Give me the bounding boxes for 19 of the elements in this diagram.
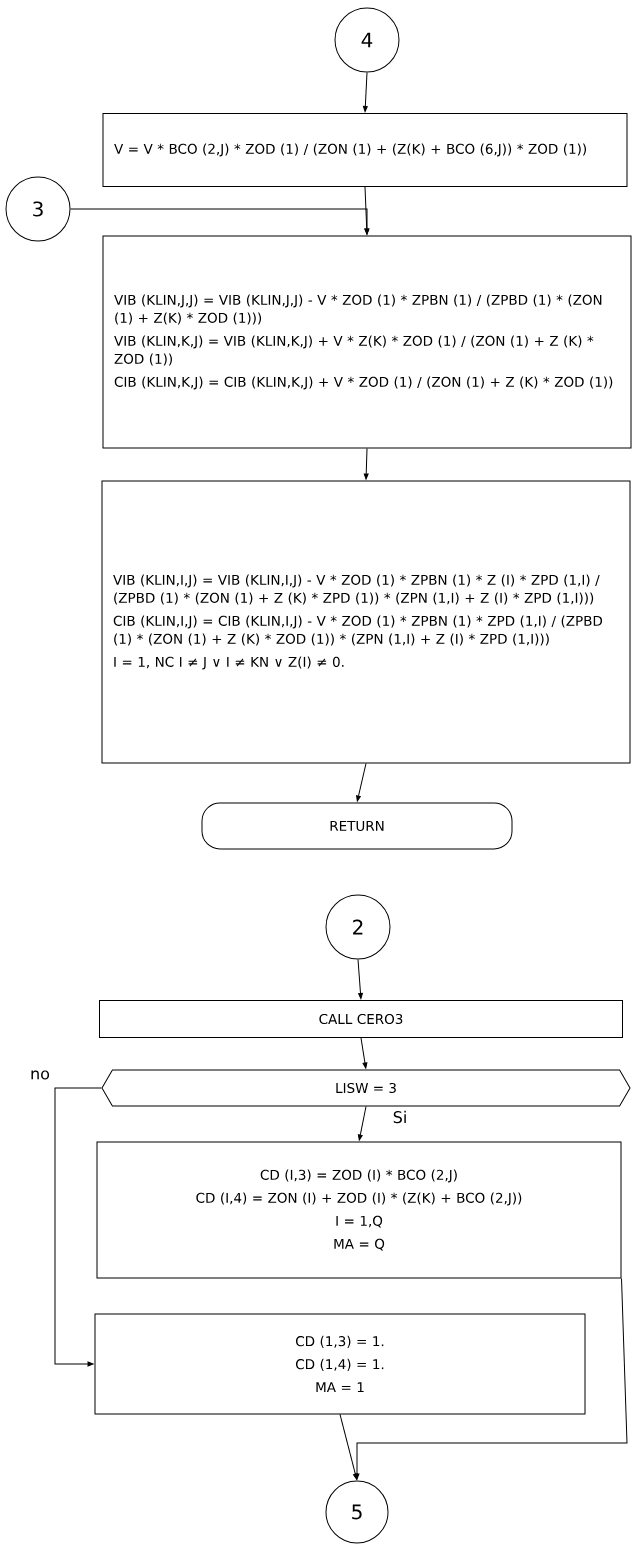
process-box: CD (I,3) = ZOD (I) * BCO (2,J) CD (I,4) = ZON (I) + ZOD (I) * (Z(K) + BCO (2,J)) I = 1,Q MA = Q [96,1141,622,1279]
terminal-box: RETURN [201,802,513,850]
process-box: VIB (KLIN,J,J) = VIB (KLIN,J,J) - V * ZOD (1) * ZPBN (1) / (ZPBD (1) * (ZON (1) + Z(K) * ZOD (1))) VIB (KLIN,K,J) = VIB (KLIN,K,J) + V * Z(K) * ZOD (1) / (ZON (1) + Z (K) * ZOD (1)) CIB (KLIN,K,J) = CIB (KLIN,K,J) + V * ZOD (1) / (ZON (1) + Z (K) * ZOD (1)) [102,235,632,449]
arrow [362,72,368,112]
arrow [357,959,363,999]
arrow [357,1106,367,1141]
arrow [363,448,369,480]
arrow [70,208,370,235]
process-box: VIB (KLIN,I,J) = VIB (KLIN,I,J) - V * ZOD (1) * ZPBN (1) * Z (I) * ZPD (1,I) / (ZPBD (1) * (ZON (1) + Z (K) * ZPD (1)) * (ZPN (1,I) + Z (I) * ZPD (1,I))) CIB (KLIN,I,J) = CIB (KLIN,I,J) - V * ZOD (1) * ZPBN (1) * ZPD (1,I) / (ZPBD (1) * (ZON (1) + Z (K) * ZOD (1)) * (ZPN (1,I) + Z (I) * ZPD (1,I))) I = 1, NC I ≠ J ∨ I ≠ KN ∨ Z(I) ≠ 0. [101,480,631,764]
arrow [54,1087,102,1367]
process-box: CD (1,3) = 1. CD (1,4) = 1. MA = 1 [94,1313,586,1415]
edge-label: no [29,1069,51,1081]
arrow [339,1414,358,1480]
arrow [356,763,367,802]
arrow [354,1278,628,1480]
process-box: CALL CERO3 [99,1000,623,1038]
process-box: V = V * BCO (2,J) * ZOD (1) / (ZON (1) + (Z(K) + BCO (6,J)) * ZOD (1)) [102,113,628,187]
arrow [360,1037,368,1069]
edge-label: Si [391,1109,409,1125]
